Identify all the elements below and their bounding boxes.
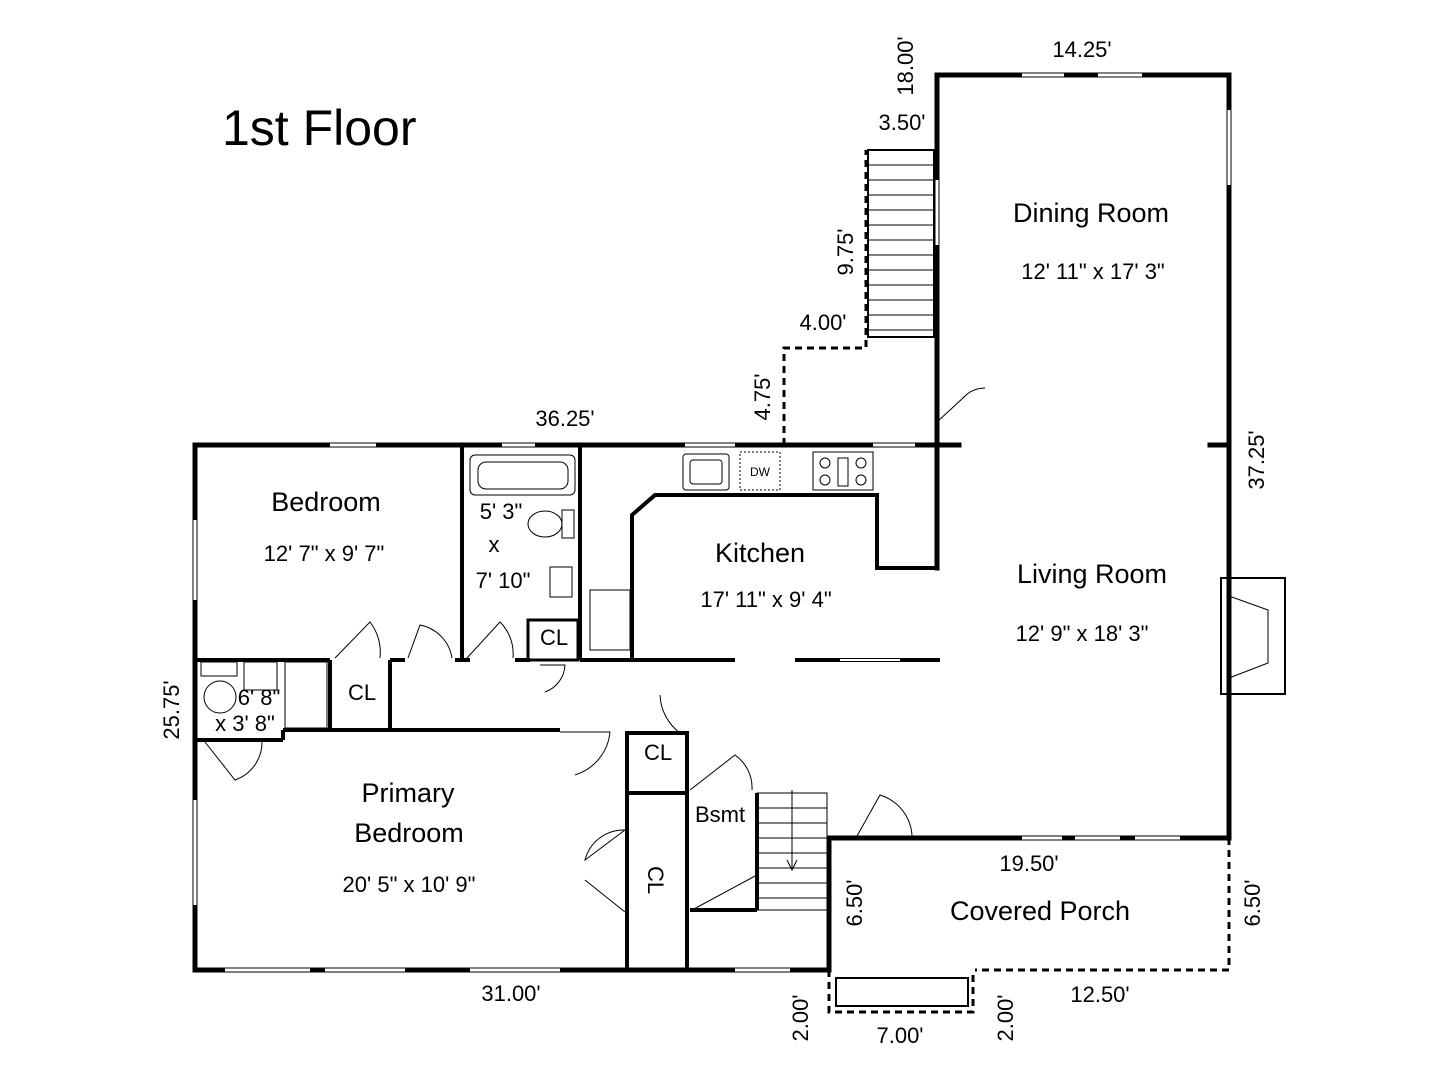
dim-18-00: 18.00': [893, 36, 918, 95]
basement-label: Bsmt: [695, 802, 745, 827]
dim-2-00-right: 2.00': [993, 994, 1018, 1041]
dining-room-size: 12' 11" x 17' 3": [1021, 259, 1164, 284]
closet-primary-label: CL: [643, 866, 668, 894]
dining-room-name: Dining Room: [1013, 198, 1169, 228]
dim-31-00: 31.00': [481, 981, 540, 1006]
bath-size-line1: 5' 3": [480, 499, 523, 524]
kitchen-name: Kitchen: [715, 538, 805, 568]
dim-14-25: 14.25': [1052, 37, 1111, 62]
porch-step: [835, 977, 969, 1007]
floor-title: 1st Floor: [222, 100, 417, 156]
closet-hall-label: CL: [348, 680, 376, 705]
bath-fixtures: [200, 454, 576, 729]
bath-size-line3: 7' 10": [476, 568, 531, 593]
bedroom-name: Bedroom: [271, 487, 381, 517]
dishwasher-label: DW: [750, 465, 771, 479]
primary-bedroom-name-line1: Primary: [362, 778, 455, 808]
fireplace: [1220, 577, 1286, 695]
dim-12-50: 12.50': [1070, 982, 1129, 1007]
dim-36-25: 36.25': [535, 406, 594, 431]
dashed-outlines: [782, 150, 1231, 1014]
dim-9-75: 9.75': [833, 228, 858, 275]
bath-size-line2: x: [489, 532, 500, 557]
stairs-exterior: [867, 149, 935, 338]
primary-bedroom-name-line2: Bedroom: [354, 818, 464, 848]
doors: [204, 387, 986, 913]
dim-3-50: 3.50': [878, 110, 925, 135]
living-room-size: 12' 9" x 18' 3": [1016, 621, 1149, 646]
primary-bedroom-size: 20' 5" x 10' 9": [343, 872, 476, 897]
covered-porch-name: Covered Porch: [950, 896, 1130, 926]
dim-4-00: 4.00': [799, 310, 846, 335]
dim-4-75: 4.75': [750, 373, 775, 420]
dim-25-75: 25.75': [159, 680, 184, 739]
half-bath-size-line1: 6' 8": [238, 685, 281, 710]
living-room-name: Living Room: [1017, 559, 1167, 589]
dim-37-25: 37.25': [1244, 430, 1269, 489]
dim-6-50-left: 6.50': [842, 879, 867, 926]
kitchen-fixtures: [589, 451, 874, 651]
dim-19-50: 19.50': [999, 851, 1058, 876]
closet-small-label: CL: [644, 740, 672, 765]
dim-2-00-left: 2.00': [788, 994, 813, 1041]
kitchen-size: 17' 11" x 9' 4": [700, 587, 831, 612]
bedroom-size: 12' 7" x 9' 7": [264, 541, 385, 566]
dim-6-50-right: 6.50': [1240, 879, 1265, 926]
half-bath-size-line2: x 3' 8": [215, 711, 275, 736]
closet-kitchen-label: CL: [540, 625, 568, 650]
dim-7-00: 7.00': [876, 1023, 923, 1048]
stairs-basement: [756, 790, 828, 911]
